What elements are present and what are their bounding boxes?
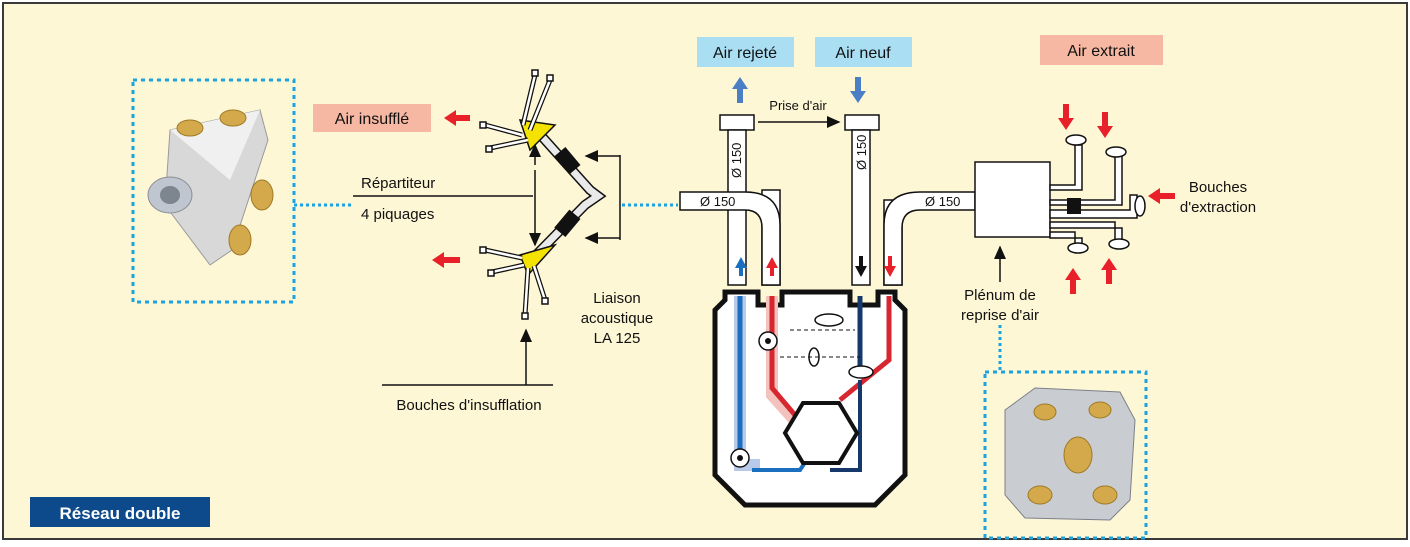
svg-text:Air extrait: Air extrait — [1067, 43, 1135, 60]
air-neuf-box: Air neuf — [815, 37, 912, 67]
svg-text:Ø 150: Ø 150 — [854, 135, 869, 170]
svg-text:Plénum de: Plénum de — [964, 287, 1036, 304]
air-rejete-box: Air rejeté — [697, 37, 794, 67]
svg-text:Bouches d'insufflation: Bouches d'insufflation — [396, 397, 541, 414]
right-labels: Bouches d'extraction Plénum de reprise d… — [961, 179, 1256, 372]
vertical-ducts — [679, 129, 976, 286]
vmc-unit — [712, 289, 908, 508]
svg-text:d'extraction: d'extraction — [1180, 199, 1256, 216]
svg-text:LA 125: LA 125 — [594, 330, 641, 347]
svg-text:Air insufflé: Air insufflé — [335, 111, 410, 128]
repartiteur-photo — [131, 78, 296, 304]
reseau-double-badge: Réseau double — [30, 497, 210, 527]
duct-flow-arrows — [735, 256, 896, 277]
left-annotation-lines — [294, 143, 678, 386]
repartiteur-network — [479, 69, 607, 320]
svg-text:Réseau double: Réseau double — [60, 504, 181, 523]
svg-text:Répartiteur: Répartiteur — [361, 175, 435, 192]
plenum — [974, 134, 1146, 254]
svg-text:Ø 150: Ø 150 — [925, 194, 960, 209]
svg-text:reprise d'air: reprise d'air — [961, 307, 1039, 324]
svg-text:Ø 150: Ø 150 — [700, 194, 735, 209]
air-insuffle-box: Air insufflé — [313, 104, 431, 132]
vmc-photo — [983, 370, 1148, 540]
flow-arrows — [432, 77, 1175, 294]
svg-text:Air rejeté: Air rejeté — [713, 45, 777, 62]
svg-text:Prise d'air: Prise d'air — [769, 98, 827, 113]
diameter-labels: Ø 150 Ø 150 Ø 150 Ø 150 — [700, 135, 960, 209]
svg-text:Air neuf: Air neuf — [835, 45, 891, 62]
svg-text:4 piquages: 4 piquages — [361, 206, 434, 223]
svg-text:Bouches: Bouches — [1189, 179, 1247, 196]
air-extrait-box: Air extrait — [1040, 35, 1163, 65]
svg-text:Ø 150: Ø 150 — [729, 143, 744, 178]
svg-text:Liaison: Liaison — [593, 290, 641, 307]
left-labels: Répartiteur 4 piquages Liaison acoustiqu… — [361, 175, 653, 414]
svg-text:acoustique: acoustique — [581, 310, 654, 327]
